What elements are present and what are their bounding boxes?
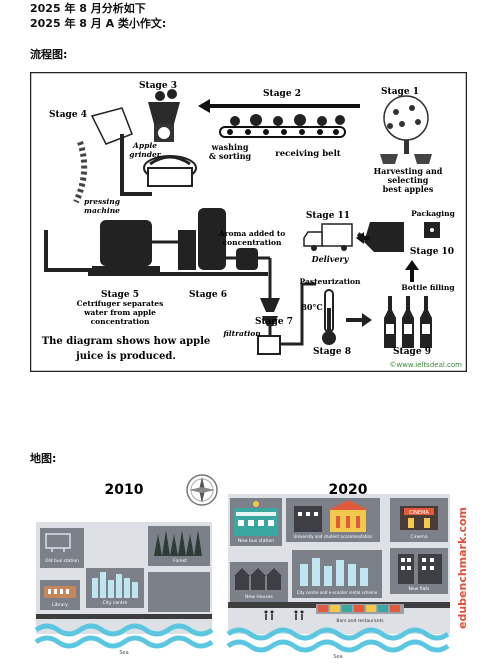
forest-trees-icon	[154, 530, 202, 556]
city-centre-label: City centre	[103, 600, 128, 606]
stage-3-label: Stage 3	[139, 81, 177, 91]
tree-icon	[380, 95, 432, 164]
stage-4-label: Stage 4	[49, 110, 87, 120]
university-label: University and student accommodation	[294, 534, 373, 539]
bus-station-building-icon	[234, 501, 278, 536]
empty-land-block	[148, 572, 210, 612]
bottle-filling-label: Bottle filling	[401, 283, 455, 292]
pedestrians-icon	[264, 610, 304, 620]
filtration-label: filtration	[222, 329, 260, 338]
city-skyline-icon	[92, 572, 138, 598]
grinder-text-2: grinder	[129, 150, 162, 159]
arrow-right-icon	[346, 313, 372, 327]
university-building-icon	[294, 500, 368, 532]
arrow-up-icon	[405, 260, 419, 282]
sea-waves-icon	[34, 623, 214, 649]
aroma-text-2: concentration	[223, 238, 282, 247]
cinema-building-icon: CINEMA	[400, 506, 438, 530]
thermometer-icon	[322, 289, 336, 345]
arrow-left-icon	[198, 99, 360, 113]
forest-label: Forest	[173, 558, 187, 564]
washing-text-2: & sorting	[209, 151, 252, 161]
header-line-1: 2025 年 8 月分析如下	[30, 2, 146, 15]
washing-text-1: washing	[211, 142, 249, 152]
stage-10-label: Stage 10	[410, 247, 454, 257]
new-flats-label: New flats	[409, 586, 431, 592]
compass-icon	[186, 474, 218, 506]
caption-line-2: juice is produced.	[75, 351, 176, 362]
stage-7-label: Stage 7	[255, 317, 293, 327]
centrifuge-text-2: water from apple	[83, 308, 156, 317]
centrifuge-text-1: Cetrifuger separates	[77, 299, 164, 308]
centrifuge-text-3: concentration	[91, 317, 150, 326]
bars-restaurants-label: Bars and restaurants	[336, 618, 384, 624]
year-2010-label: 2010	[105, 482, 144, 498]
delivery-label: Delivery	[311, 254, 350, 264]
apple-juice-flowchart: Stage 1 Harvesting and selecting best ap…	[30, 72, 467, 372]
pouring-bucket-icon	[73, 107, 152, 204]
stage-1-label: Stage 1	[381, 87, 419, 97]
grinder-text-1: Apple	[132, 141, 157, 150]
town-map: 2010 Old bus station Forest City centre	[34, 474, 469, 660]
packaging-label: Packaging	[411, 209, 455, 218]
conveyor-belt-icon	[219, 114, 346, 138]
houses-icon	[234, 568, 282, 590]
new-houses-label: New Houses	[245, 594, 273, 600]
city-skyline-icon	[300, 558, 368, 586]
arrow-left-icon	[356, 232, 370, 244]
receiving-belt-label: receiving belt	[275, 149, 341, 159]
map-section-label: 地图:	[30, 452, 57, 465]
svg-text:CINEMA: CINEMA	[409, 510, 429, 516]
sea-label-2010: Sea	[119, 650, 128, 656]
filter-icon	[257, 258, 316, 355]
site-credit: ©www.ieltsdeal.com	[389, 361, 462, 369]
centrifuge-tanks-icon	[44, 208, 270, 276]
city-centre-rental-label: City centre and e-scooter rental scheme	[297, 590, 378, 595]
aroma-text-1: Aroma added to	[218, 229, 286, 238]
harvest-text-1: Harvesting and	[374, 166, 443, 176]
watermark-text: edubenchmark.com	[456, 507, 469, 629]
sea-label-2020: Sea	[333, 654, 342, 660]
library-label: Library	[52, 602, 68, 608]
temperature-label: 80°C	[301, 302, 323, 312]
old-bus-station-label: Old bus station	[45, 558, 79, 564]
header-line-2: 2025 年 8 月 A 类小作文:	[30, 17, 167, 30]
library-building-icon	[44, 586, 76, 598]
sea-waves-icon	[226, 627, 450, 653]
road-2010	[36, 614, 212, 619]
juice-bottles-icon	[384, 296, 432, 348]
stage-11-label: Stage 11	[306, 211, 350, 221]
pressing-text-2: machine	[84, 206, 120, 215]
pasteurization-label: Pasteurization	[300, 277, 361, 286]
harvest-text-3: best apples	[383, 184, 434, 194]
stage-5-label: Stage 5	[101, 290, 139, 300]
stage-9-label: Stage 9	[393, 347, 431, 357]
flats-building-icon	[398, 554, 442, 584]
caption-line-1: The diagram shows how apple	[42, 336, 211, 347]
stage-2-label: Stage 2	[263, 89, 301, 99]
shops-icon	[318, 605, 400, 612]
flowchart-section-label: 流程图:	[30, 48, 68, 61]
pressing-text-1: pressing	[84, 197, 120, 206]
stage-6-label: Stage 6	[189, 290, 227, 300]
apple-grinder-icon	[143, 89, 197, 187]
bus-icon	[45, 533, 71, 552]
cinema-label: Cinema	[410, 534, 427, 540]
delivery-truck-icon	[303, 223, 353, 251]
harvest-text-2: selecting	[388, 175, 429, 185]
stage-8-label: Stage 8	[313, 347, 351, 357]
new-bus-station-label: New bus station	[238, 538, 274, 544]
